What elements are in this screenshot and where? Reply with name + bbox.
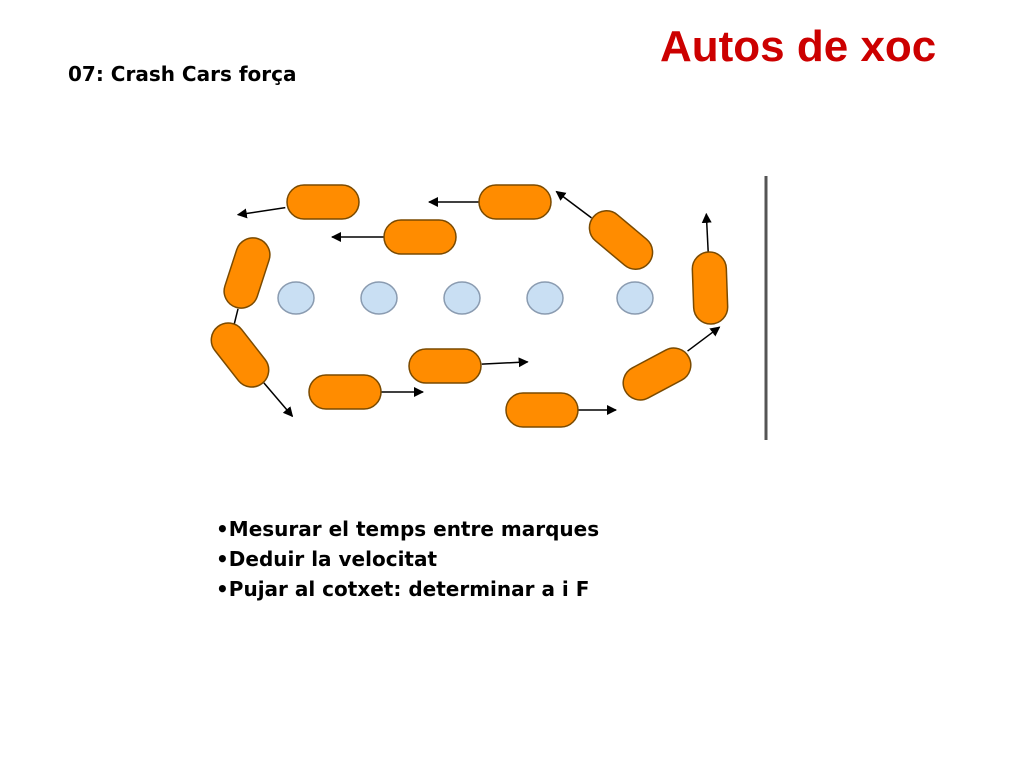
bumper-car — [210, 322, 294, 418]
car-body — [223, 237, 271, 309]
bumper-car — [555, 190, 654, 270]
post-marker — [443, 281, 481, 315]
posts-group — [277, 281, 654, 315]
bullet-item: Deduir la velocitat — [216, 544, 599, 574]
bumper-car — [331, 219, 457, 255]
bumper-car — [408, 348, 529, 384]
car-body — [210, 322, 270, 388]
motion-arrow — [555, 190, 592, 219]
motion-arrow — [263, 382, 294, 418]
bumper-car — [308, 374, 424, 410]
cars-group — [210, 184, 729, 428]
car-body — [408, 348, 482, 384]
bumper-car — [505, 392, 617, 428]
bullet-list: Mesurar el temps entre marques Deduir la… — [216, 514, 599, 604]
motion-arrow — [687, 326, 721, 352]
post-marker — [616, 281, 654, 315]
car-body — [478, 184, 552, 220]
bumper-car — [691, 212, 729, 325]
car-body — [286, 184, 360, 220]
bullet-item: Pujar al cotxet: determinar a i F — [216, 574, 599, 604]
slide-subtitle: 07: Crash Cars força — [68, 62, 297, 86]
car-body — [505, 392, 579, 428]
motion-arrow — [236, 206, 286, 219]
car-body — [308, 374, 382, 410]
slide-title: Autos de xoc — [660, 22, 937, 71]
bumper-car — [622, 326, 721, 401]
car-body — [622, 347, 692, 401]
post-marker — [526, 281, 564, 315]
car-body — [588, 210, 654, 270]
bumper-car — [236, 184, 360, 220]
car-body — [691, 251, 729, 325]
bumper-car — [428, 184, 552, 220]
post-marker — [360, 281, 398, 315]
motion-arrow — [701, 212, 712, 252]
post-marker — [277, 281, 315, 315]
motion-arrow — [481, 357, 529, 368]
car-body — [383, 219, 457, 255]
bullet-item: Mesurar el temps entre marques — [216, 514, 599, 544]
